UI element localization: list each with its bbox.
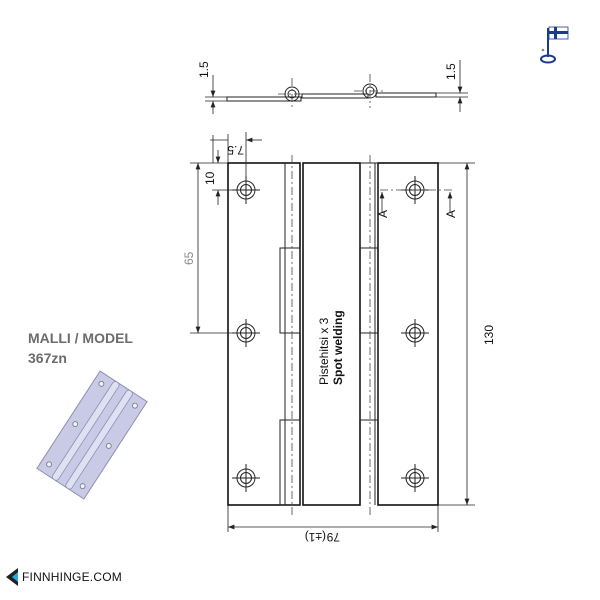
dim-thickness-right: 1.5 [444,63,458,80]
hinge-render [36,370,148,500]
dimensions: 7.5 10 65 130 79 (±1) [182,132,496,544]
note-spot-weld-en: Spot welding [331,310,345,385]
dim-height: 130 [482,325,496,345]
dim-thickness-left: 1.5 [197,61,211,78]
brand-name: FINNHINGE.COM [22,570,122,584]
front-view: A A Pistehitsi x 3 Spot welding [227,155,458,515]
dim-width: 79 [326,530,340,544]
section-label-left: A [376,210,390,218]
section-label-right: A [444,210,458,218]
model-title: MALLI / MODEL [28,330,133,346]
dim-hole-pitch: 65 [182,251,196,265]
dim-hole-offset-y: 10 [203,171,217,185]
model-code: 367zn [28,350,67,366]
top-view: 1.5 1.5 [197,60,468,114]
note-spot-weld-fi: Pistehitsi x 3 [317,317,331,385]
model-label: MALLI / MODEL 367zn [28,328,133,368]
finnhinge-logo-icon [6,568,18,586]
dim-hole-offset-x: 7.5 [227,143,244,157]
dim-width-tolerance: (±1) [305,530,326,544]
key-flag-logo-icon [540,26,569,64]
